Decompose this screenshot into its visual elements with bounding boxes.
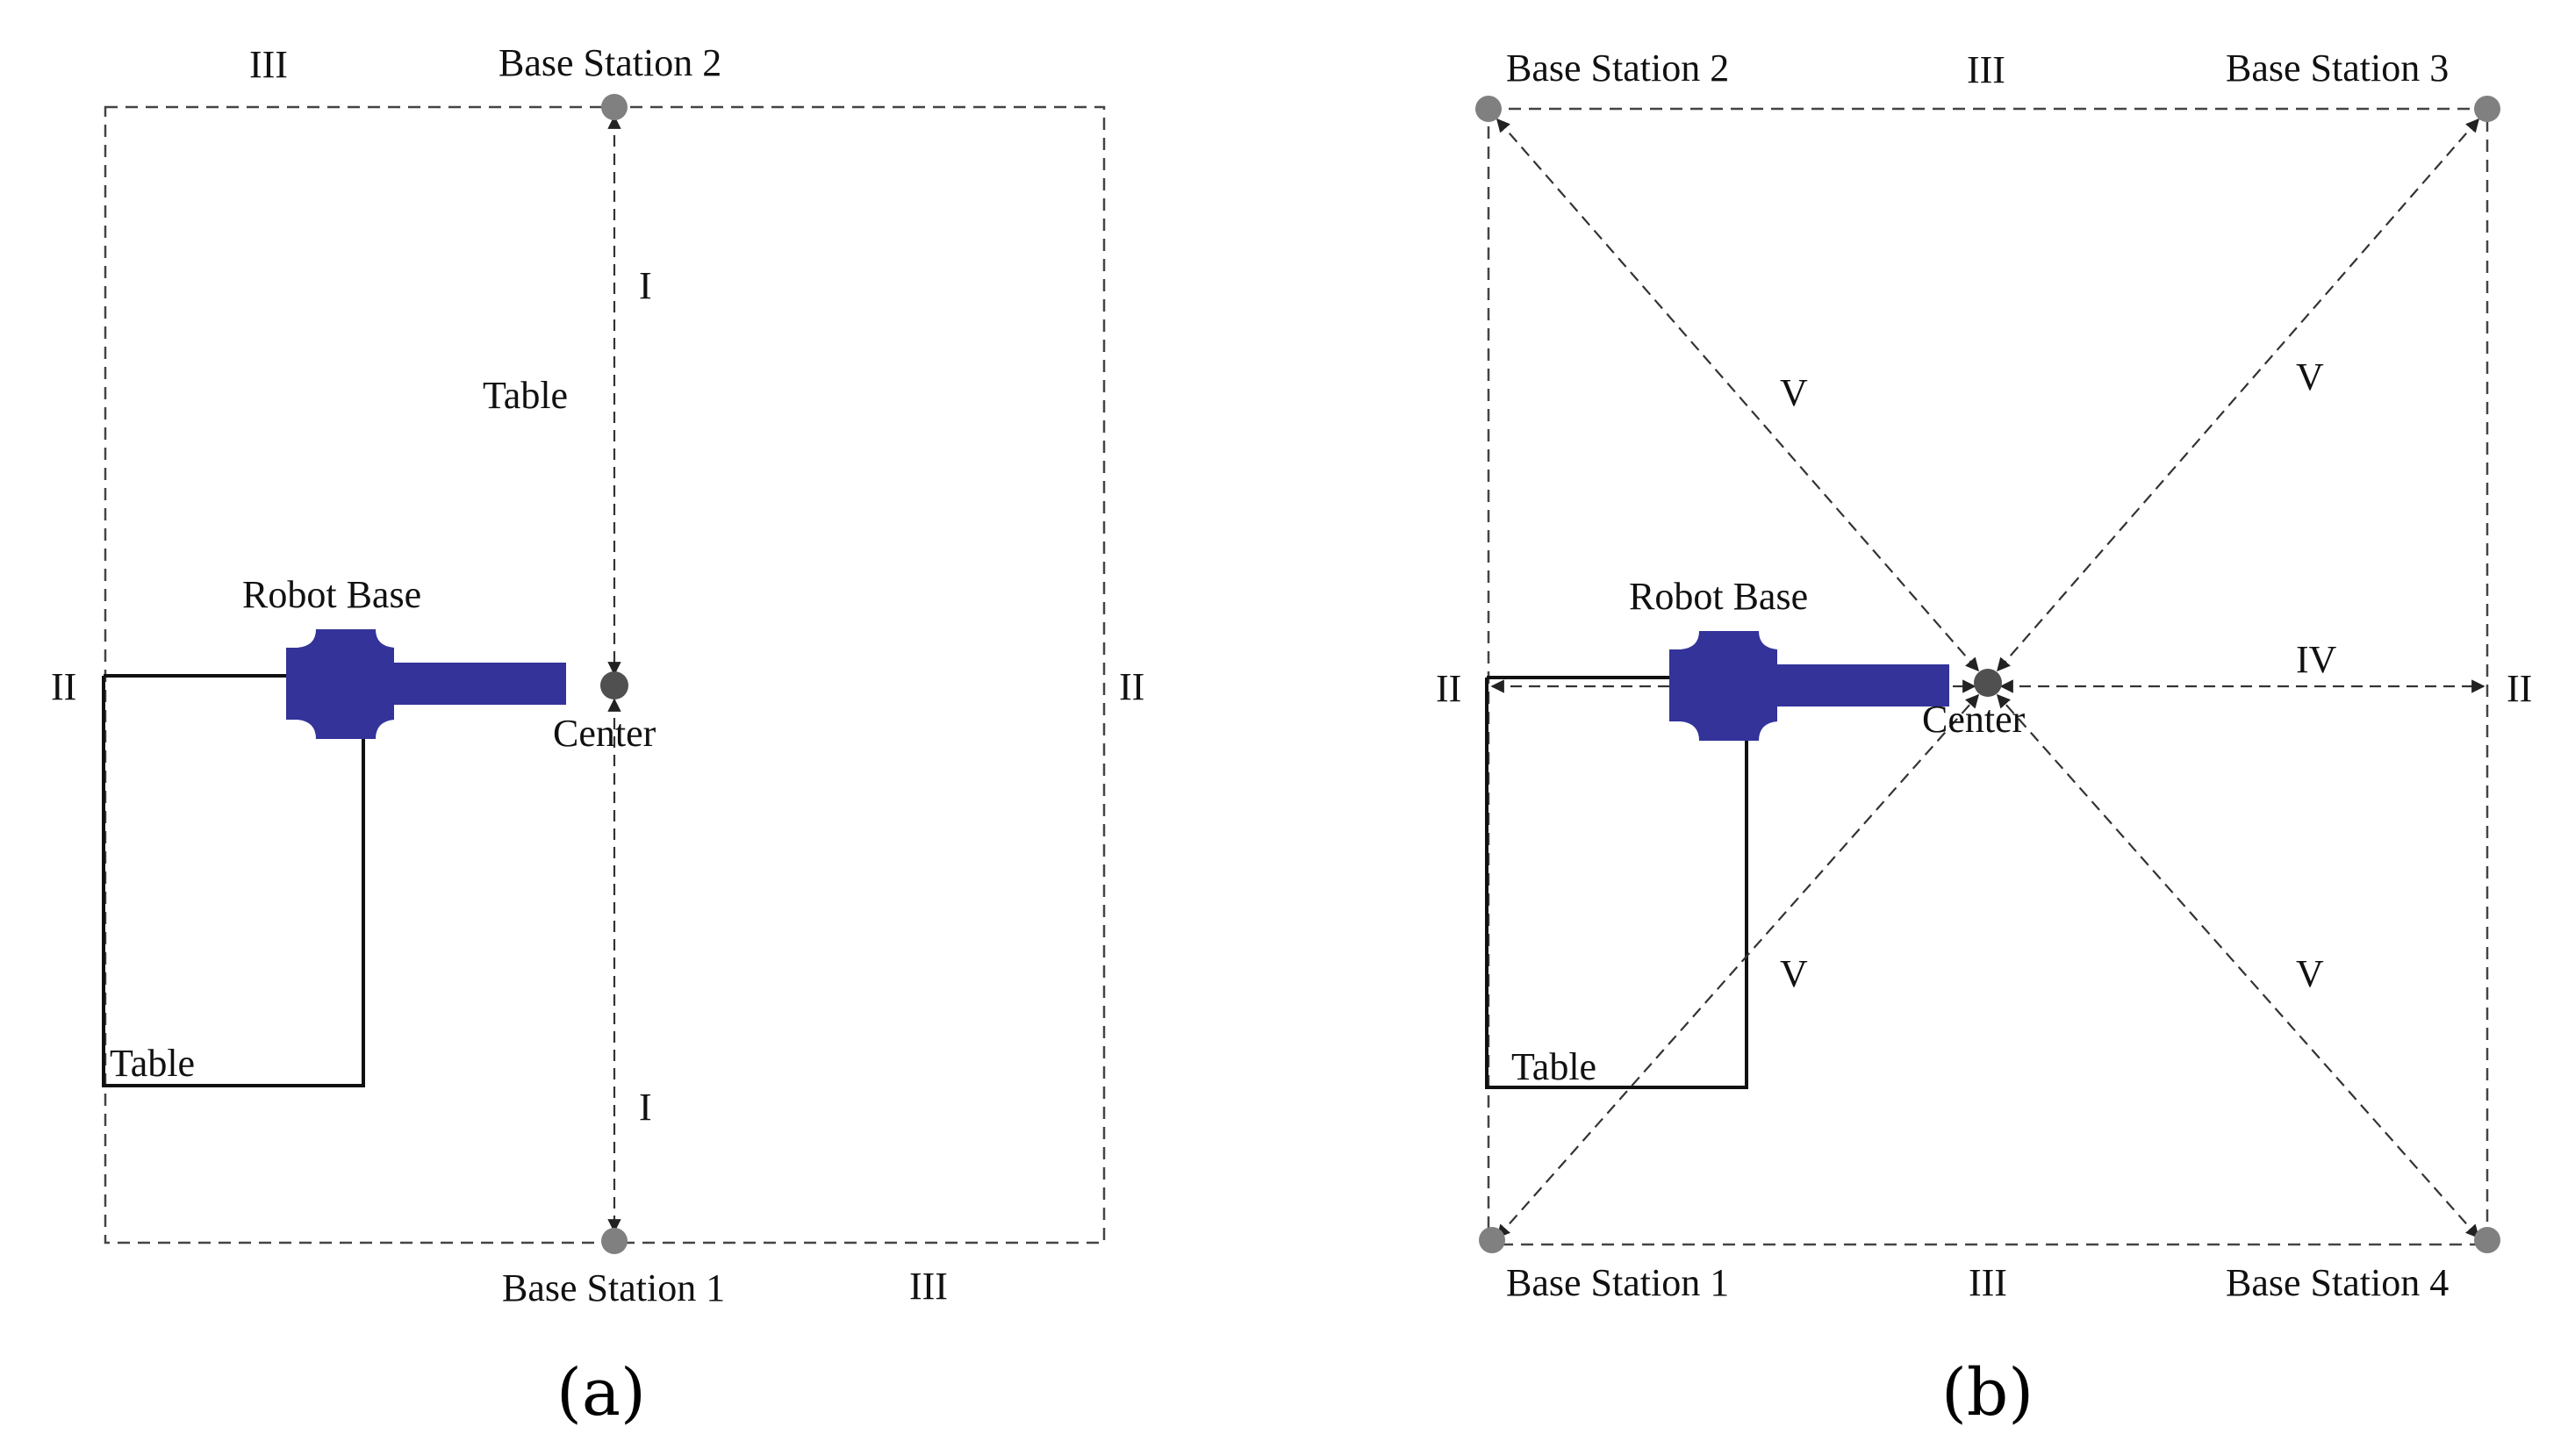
panel-b-base-station-3-label: Base Station 3 — [2226, 47, 2449, 90]
panel-b-table-label: Table — [1511, 1045, 1596, 1088]
panel-a-robot-base-label: Robot Base — [242, 573, 421, 616]
panel-a-zone-ii-left: II — [51, 665, 76, 708]
panel-a-base-station-1-marker — [601, 1228, 628, 1254]
panel-a-center-label: Center — [553, 712, 656, 755]
panel-a-robot-arm — [394, 663, 566, 705]
panel-b-zone-ii-right: II — [2507, 667, 2532, 710]
panel-a-center-marker — [600, 671, 628, 699]
panel-b-zone-v-top-left: V — [1780, 371, 1808, 414]
panel-b-arrow-v-top-left — [1496, 118, 1980, 672]
panel-b: Base Station 2 III Base Station 3 V V Ro… — [1436, 47, 2532, 1431]
panel-a-caption: (a) — [556, 1355, 646, 1431]
panel-b-base-station-4-marker — [2474, 1227, 2500, 1253]
panel-b-base-station-1-label: Base Station 1 — [1506, 1261, 1729, 1304]
panel-b-arrow-v-bottom-left — [1496, 693, 1980, 1239]
panel-b-arrow-v-bottom-right — [1996, 693, 2480, 1239]
panel-b-zone-v-bottom-left: V — [1780, 952, 1808, 995]
panel-a: III Base Station 2 I Table Robot Base II… — [51, 41, 1144, 1431]
panel-a-table — [102, 674, 365, 1087]
panel-a-base-station-1-label: Base Station 1 — [502, 1266, 725, 1309]
panel-b-center-label: Center — [1922, 698, 2026, 741]
panel-b-arrow-v-top-right — [1996, 118, 2480, 672]
panel-b-zone-iii-top: III — [1967, 48, 2005, 91]
panel-a-zone-ii-right: II — [1119, 665, 1144, 708]
panel-b-zone-ii-left: II — [1436, 667, 1461, 710]
panel-a-robot — [286, 629, 566, 739]
panel-b-zone-iv: IV — [2296, 638, 2337, 681]
panel-b-caption: (b) — [1941, 1355, 2034, 1431]
panel-b-center-marker — [1974, 669, 2002, 697]
panel-b-robot-base-label: Robot Base — [1629, 575, 1808, 618]
panel-b-zone-v-bottom-right: V — [2296, 952, 2324, 995]
panel-a-table-label-top: Table — [483, 374, 568, 417]
panel-b-base-station-3-marker — [2474, 96, 2500, 122]
panel-a-zone-i-bottom: I — [639, 1086, 652, 1129]
panel-a-zone-iii-bottom: III — [909, 1265, 948, 1308]
panel-a-base-station-2-label: Base Station 2 — [499, 41, 721, 84]
panel-b-base-station-2-marker — [1475, 96, 1502, 122]
panel-b-base-station-2-label: Base Station 2 — [1506, 47, 1729, 90]
panel-a-robot-body — [286, 629, 394, 739]
panel-b-base-station-1-marker — [1479, 1227, 1505, 1253]
panel-b-zone-v-top-right: V — [2296, 355, 2324, 398]
panel-a-base-station-2-marker — [601, 94, 628, 120]
panel-a-table-label: Table — [110, 1042, 195, 1085]
panel-b-base-station-4-label: Base Station 4 — [2226, 1261, 2449, 1304]
panel-b-zone-iii-bottom: III — [1969, 1261, 2007, 1304]
panel-b-robot-arm — [1777, 664, 1949, 706]
panel-b-robot-body — [1669, 631, 1777, 741]
panel-b-robot — [1669, 631, 1949, 741]
panel-a-zone-iii-top: III — [249, 43, 288, 86]
panel-a-zone-i-top: I — [639, 264, 652, 307]
